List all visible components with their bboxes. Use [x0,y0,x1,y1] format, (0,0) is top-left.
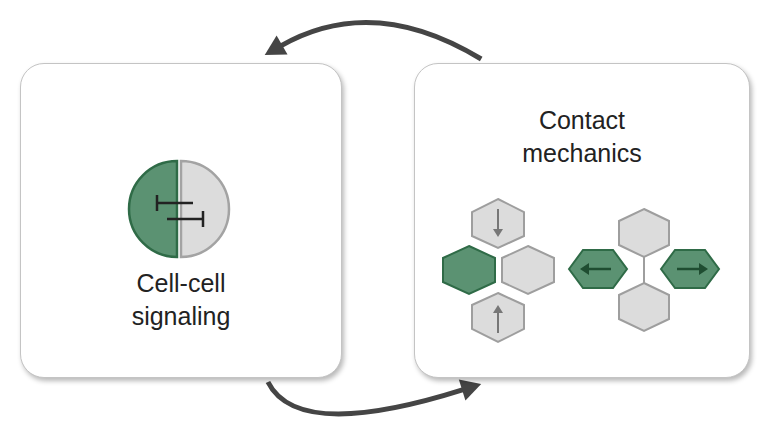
force-arrow [580,263,708,275]
grey-cell [181,161,229,257]
rounded-panel: Cell-cell signaling [20,63,342,378]
arrow-line [280,22,481,59]
inhibition-symbol [157,195,203,227]
arrow-line [268,382,464,414]
arrow-head [459,380,481,401]
grey-hex [619,283,669,331]
panel-label: Cell-cell signaling [96,267,266,333]
grey-hex [619,209,669,257]
green-cell [129,161,177,257]
green-hex [661,250,719,288]
signaling-illustration [21,64,343,379]
cycle-arrow [268,380,481,414]
cycle-arrow [265,22,481,59]
force-arrow [493,209,503,333]
arrow-head [265,36,288,55]
grey-hex [472,293,524,342]
grey-hex [472,199,524,248]
green-hex [443,246,495,294]
green-hex [569,250,627,288]
hex-cluster-b [569,209,719,331]
grey-hex [502,246,554,294]
rounded-panel: Contact mechanics [414,63,750,378]
cell-junction [643,257,645,283]
panel-label: Contact mechanics [497,104,667,170]
hex-cluster-a [443,199,554,342]
